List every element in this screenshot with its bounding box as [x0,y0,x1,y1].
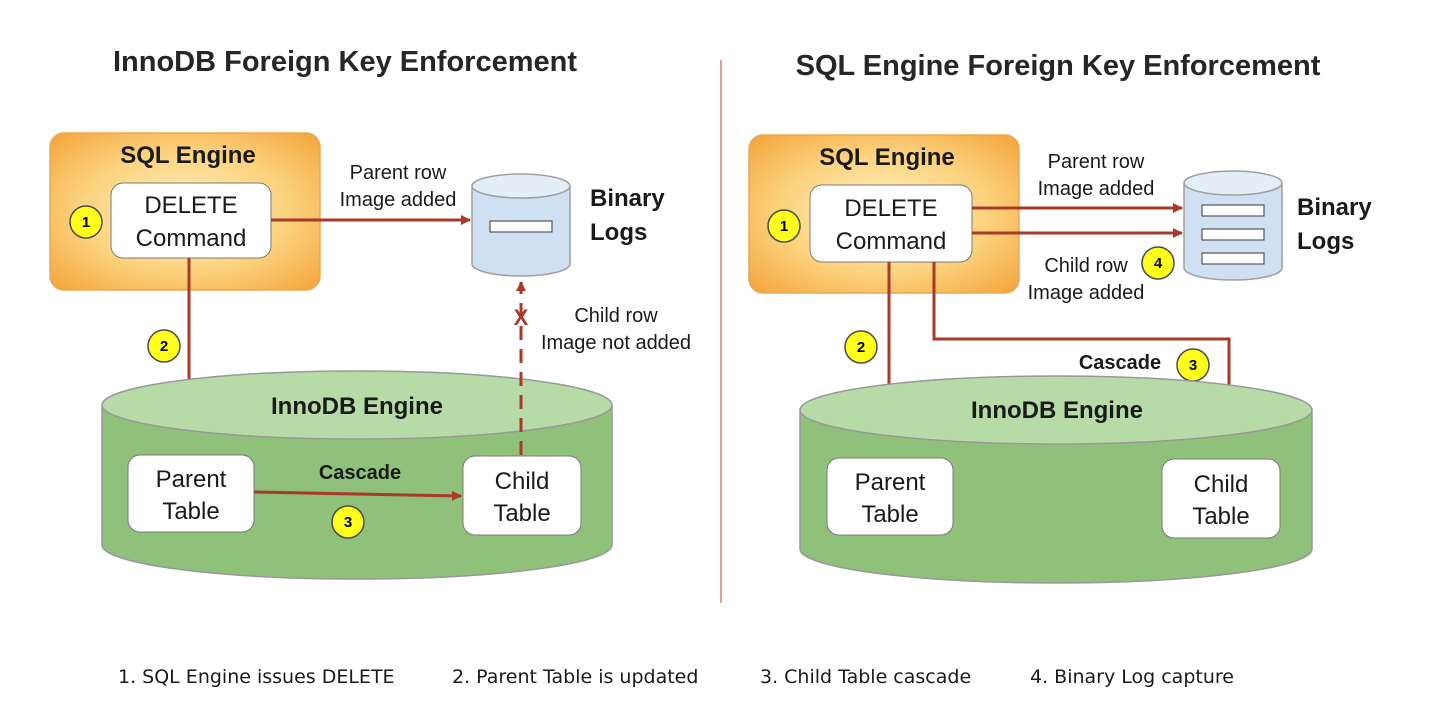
left-cascade-arrow [253,490,462,501]
right-command-line1: DELETE [844,195,937,222]
right-log-entry-3 [1201,252,1265,265]
left-child-table-line1: Child [495,468,550,495]
right-binary-line2: Logs [1297,228,1354,255]
legend-item-4: 4. Binary Log capture [1030,666,1234,688]
right-badge-1-text: 1 [780,218,788,235]
left-title: InnoDB Foreign Key Enforcement [113,46,577,78]
right-badge-1 [767,209,801,243]
right-sql-engine-label: SQL Engine [819,144,955,171]
legend-item-1: 1. SQL Engine issues DELETE [118,666,395,688]
left-parent-table-line2: Table [162,498,219,525]
right-child-row-line1: Child row [1044,255,1128,277]
right-log-entry-1 [1201,204,1265,217]
right-child-table-line2: Table [1192,503,1249,530]
left-child-row-line2: Image not added [541,332,691,354]
left-badge-2-text: 2 [160,338,168,355]
left-badge-2 [147,329,181,363]
right-badge-2 [844,330,878,364]
left-command-line1: DELETE [144,192,237,219]
left-binary-line2: Logs [590,219,647,246]
right-command-line2: Command [836,228,947,255]
left-log-entry [489,220,553,233]
left-parent-table-line1: Parent [156,466,227,493]
right-parent-row-line1: Parent row [1048,151,1145,173]
right-binary-line1: Binary [1297,194,1372,221]
right-parent-table-line2: Table [861,501,918,528]
left-badge-3-text: 3 [344,514,352,531]
right-cascade-label: Cascade [1079,352,1161,374]
left-child-row-line1: Child row [574,305,658,327]
left-badge-1-text: 1 [82,214,90,231]
right-child-row-line2: Image added [1028,282,1145,304]
left-sql-engine-label: SQL Engine [120,142,256,169]
right-badge-3-text: 3 [1189,357,1197,374]
right-parent-table-box [826,457,954,536]
right-child-table-line1: Child [1194,471,1249,498]
right-child-table-box [1161,458,1281,539]
right-innodb-engine-cylinder [799,375,1313,584]
left-parent-row-line2: Image added [340,189,457,211]
right-badge-2-text: 2 [857,339,865,356]
left-child-table-box [462,455,582,536]
left-parent-row-line1: Parent row [350,162,447,184]
right-innodb-engine-label: InnoDB Engine [971,397,1143,424]
right-title: SQL Engine Foreign Key Enforcement [796,50,1321,82]
left-badge-3 [331,505,365,539]
left-cascade-label: Cascade [319,462,401,484]
right-binary-logs-cylinder [1183,170,1283,281]
left-innodb-engine-label: InnoDB Engine [271,393,443,420]
left-badge-1 [69,205,103,239]
right-parent-row-line2: Image added [1038,178,1155,200]
legend-item-3: 3. Child Table cascade [760,666,971,688]
right-log-entry-2 [1201,228,1265,241]
right-delete-command-box [809,184,973,263]
left-child-table-line2: Table [493,500,550,527]
left-binary-logs-cylinder [471,173,571,277]
right-parent-table-line1: Parent [855,469,926,496]
left-binary-line1: Binary [590,185,665,212]
legend-item-2: 2. Parent Table is updated [452,666,698,688]
right-badge-4-text: 4 [1154,255,1163,272]
right-badge-4 [1141,246,1175,280]
left-command-line2: Command [136,225,247,252]
left-blocked-x-mark: X [514,305,529,330]
